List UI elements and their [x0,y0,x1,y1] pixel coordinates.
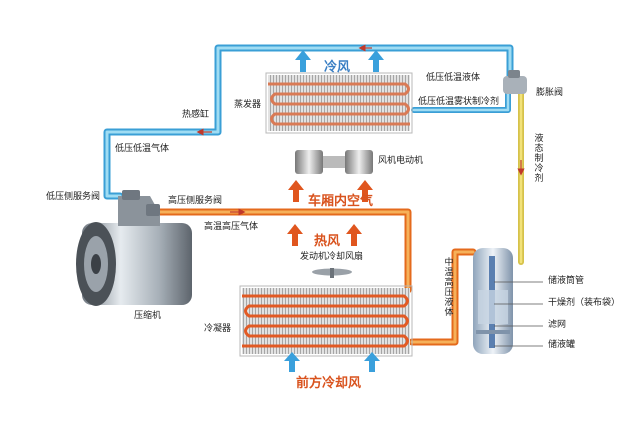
thermal-bulb-label: 热感缸 [182,110,210,120]
blower-motor [295,150,373,174]
cold-air-arrows [295,50,384,72]
cabin-air-label: 车厢内空气 [308,194,374,209]
condenser-label: 冷凝器 [204,324,232,334]
desiccant-label: 干燥剂（装布袋） [548,298,621,308]
evaporator-label: 蒸发器 [234,100,262,110]
compressor-label: 压缩机 [134,311,162,321]
low-temp-liquid-label: 低压低温液体 [426,73,481,83]
hot-air-arrows [287,224,362,246]
compressor-unit [76,190,192,306]
receiver-tube-label: 储液筒管 [548,276,585,286]
front-air-arrows [284,352,380,372]
engine-fan-label: 发动机冷却风扇 [300,252,364,262]
blower-motor-label: 风机电动机 [378,156,424,166]
expansion-valve-label: 膨胀阀 [536,88,564,98]
hot-wind-label: 热风 [314,234,341,249]
filter-screen-label: 滤网 [548,320,567,330]
front-cooling-air-label: 前方冷却风 [296,376,362,391]
cold-wind-label: 冷风 [324,60,351,75]
engine-fan [312,268,352,278]
low-pressure-gas-label: 低压低温气体 [115,144,170,154]
receiver-drier-label: 储液罐 [548,340,576,350]
condenser-coil [239,285,413,357]
liquid-refrigerant-label: 液态制冷剂 [534,134,544,184]
mid-temp-liquid-label: 中温高压液体 [444,258,454,318]
low-pressure-pipe [103,44,514,200]
high-temp-gas-label: 高温高压气体 [204,222,259,232]
leader-lines [494,281,543,347]
evaporator-coil [265,72,413,134]
cabin-air-arrows [288,180,373,202]
expansion-valve-body [503,70,527,94]
low-side-valve-label: 低压侧服务阀 [46,192,101,202]
low-temp-mist-label: 低压低温雾状制冷剂 [418,97,500,107]
flow-arrows [196,44,525,216]
high-side-valve-label: 高压侧服务阀 [168,196,223,206]
receiver-drier-tank [473,248,513,354]
